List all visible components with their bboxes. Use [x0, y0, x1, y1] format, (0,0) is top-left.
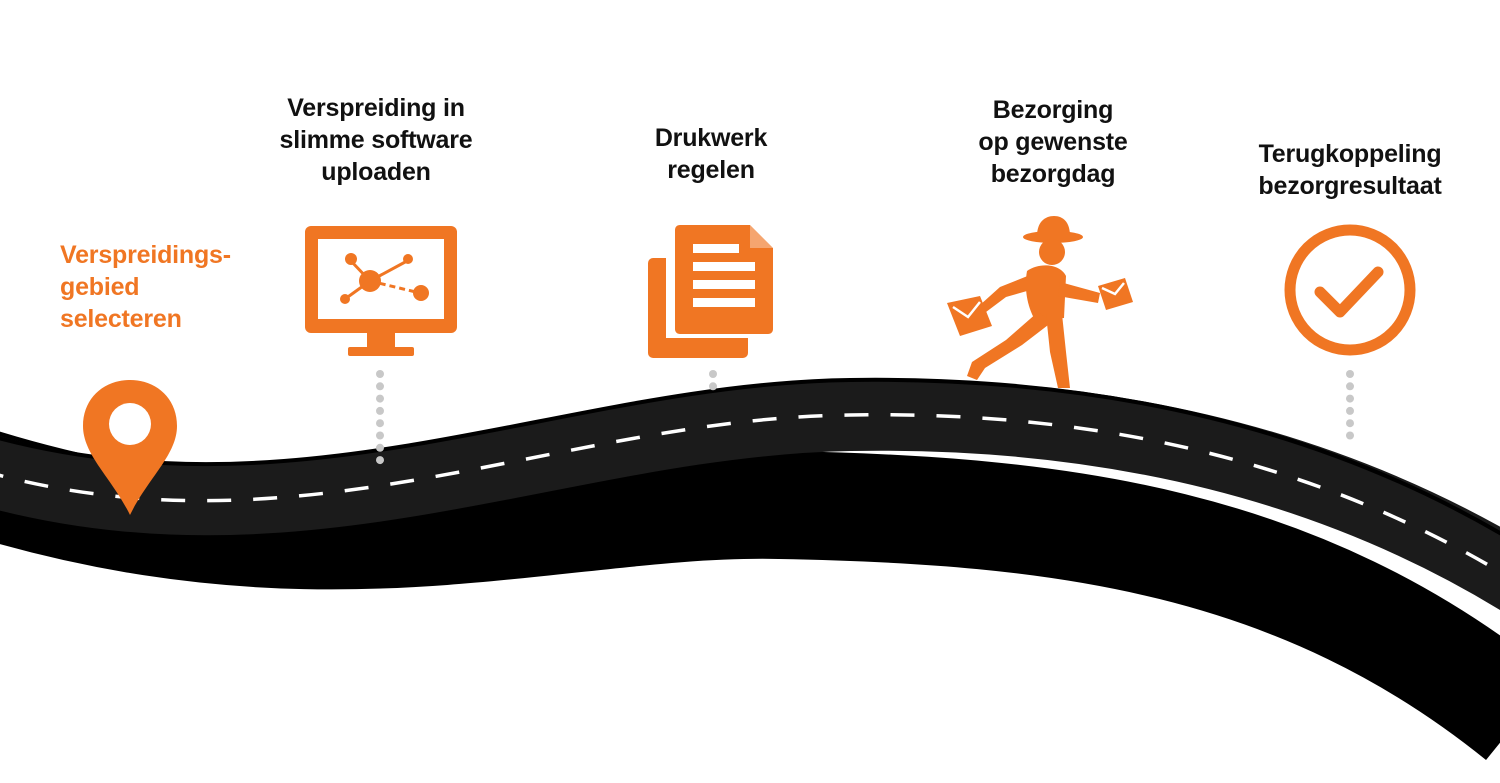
connector-dot — [376, 382, 384, 391]
connector-dot — [376, 406, 384, 415]
connector-dot — [1346, 394, 1354, 403]
step-5-line-1: Terugkoppeling — [1258, 140, 1442, 168]
connector-dot — [376, 431, 384, 440]
checkmark-circle-icon — [1284, 224, 1416, 356]
step-5-line-2: bezorgresultaat — [1258, 172, 1442, 200]
step-4-line-3: bezorgdag — [990, 160, 1116, 188]
road-edge-top — [0, 377, 1500, 536]
connector-dot — [1346, 431, 1354, 440]
step-1-line-2: gebied — [60, 273, 140, 301]
connector-dot — [1346, 370, 1354, 378]
connector-dot — [376, 443, 384, 452]
road-shadow — [0, 431, 1500, 760]
connector-dot — [709, 382, 717, 391]
documents-icon — [648, 225, 776, 358]
step-5-label: Terugkoppeling bezorgresultaat — [1258, 138, 1441, 202]
step-2-label: Verspreiding in slimme software uploaden — [280, 92, 473, 188]
monitor-network-icon — [305, 226, 457, 356]
step-4-label: Bezorging op gewenste bezorgdag — [978, 94, 1127, 190]
connector-dot — [376, 419, 384, 428]
delivery-runner-icon — [947, 216, 1133, 388]
step-1-line-1: Verspreidings- — [60, 241, 231, 269]
step-2-line-2: slimme software — [279, 126, 473, 154]
step-3-line-2: regelen — [667, 156, 755, 184]
step-3-line-1: Drukwerk — [654, 124, 768, 152]
step-1-line-3: selecteren — [60, 305, 182, 333]
step-2-line-3: uploaden — [321, 158, 431, 186]
connector-dot — [376, 370, 384, 378]
connector-dots — [376, 370, 1354, 465]
step-2-line-1: Verspreiding in — [287, 94, 465, 122]
connector-dot — [1346, 382, 1354, 391]
step-3-label: Drukwerk regelen — [654, 122, 768, 186]
step-4-line-1: Bezorging — [992, 96, 1114, 124]
step-1-label: Verspreidings- gebied selecteren — [60, 239, 231, 335]
connector-dot — [376, 394, 384, 403]
connector-dot — [1346, 406, 1354, 415]
connector-dot — [709, 370, 717, 378]
connector-dot — [376, 456, 384, 465]
map-pin-icon — [83, 380, 177, 515]
lane-marking — [0, 412, 1500, 574]
connector-dot — [1346, 419, 1354, 428]
step-4-line-2: op gewenste — [978, 128, 1128, 156]
